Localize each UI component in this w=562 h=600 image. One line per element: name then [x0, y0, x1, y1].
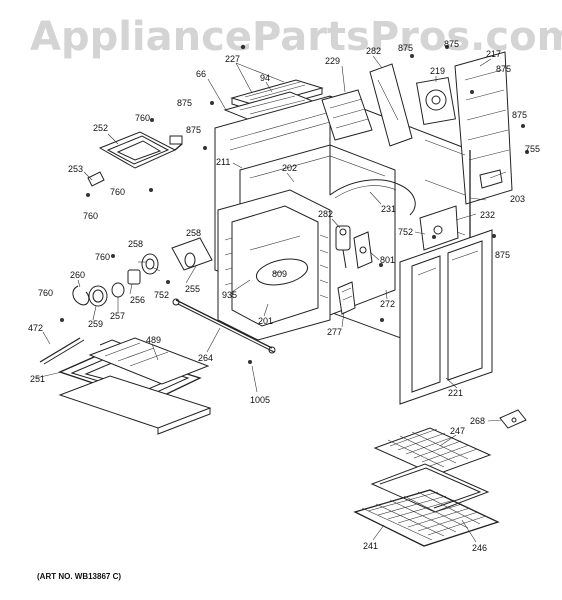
leader-lines [35, 55, 507, 543]
label-259: 259 [88, 319, 103, 329]
label-66: 66 [196, 69, 206, 79]
label-227: 227 [225, 54, 240, 64]
label-246: 246 [472, 543, 487, 553]
wire-harness-231 [329, 179, 416, 216]
label-258-a: 258 [128, 239, 143, 249]
art-number: (ART NO. WB13867 C) [37, 572, 121, 581]
label-277: 277 [327, 327, 342, 337]
label-232: 232 [480, 210, 495, 220]
label-875-c: 875 [398, 43, 413, 53]
label-760-e: 760 [38, 288, 53, 298]
label-752-a: 752 [398, 227, 413, 237]
door-lock-801 [353, 231, 373, 269]
oven-door-221 [399, 229, 493, 405]
broil-element-252 [98, 131, 183, 169]
screws [60, 44, 529, 364]
label-251: 251 [30, 374, 45, 384]
label-268: 268 [470, 416, 485, 426]
knob-bezel-258b [184, 252, 196, 268]
label-258-b: 258 [186, 228, 201, 238]
oven-rack-241 [353, 489, 500, 547]
label-875-b: 875 [186, 125, 201, 135]
label-252: 252 [93, 123, 108, 133]
label-264: 264 [198, 353, 213, 363]
label-875-e: 875 [496, 64, 511, 74]
label-257: 257 [110, 311, 125, 321]
label-260: 260 [70, 270, 85, 280]
label-255: 255 [185, 284, 200, 294]
bake-cover-489 [88, 337, 210, 385]
fan-motor-219 [416, 76, 456, 126]
label-875-a: 875 [177, 98, 192, 108]
label-256: 256 [130, 295, 145, 305]
insulation-blanket-229 [321, 89, 373, 141]
side-trim-232 [419, 205, 459, 251]
switch-256 [127, 269, 141, 285]
label-201: 201 [258, 316, 273, 326]
label-875-g: 875 [495, 250, 510, 260]
label-935: 935 [222, 290, 237, 300]
label-801: 801 [380, 255, 395, 265]
label-219: 219 [430, 66, 445, 76]
label-272: 272 [380, 299, 395, 309]
front-frame-201 [217, 189, 331, 341]
label-752-b: 752 [154, 290, 169, 300]
label-760-d: 760 [95, 252, 110, 262]
label-282-a: 282 [366, 46, 381, 56]
label-211: 211 [216, 157, 230, 167]
knob-257 [111, 282, 125, 298]
label-253: 253 [68, 164, 83, 174]
part-labels: 227 94 66 875 875 875 875 875 875 875 22… [28, 39, 540, 553]
label-472: 472 [28, 323, 43, 333]
label-241: 241 [363, 541, 378, 551]
label-231: 231 [381, 204, 396, 214]
label-755: 755 [525, 144, 540, 154]
back-panel-217 [454, 51, 513, 205]
door-latch-277 [337, 281, 356, 315]
label-229: 229 [325, 56, 340, 66]
hinge-rail-264 [172, 298, 276, 354]
spring-clip-260 [72, 285, 90, 306]
label-875-f: 875 [512, 110, 527, 120]
label-282-b: 282 [318, 209, 333, 219]
oven-sensor-282 [335, 225, 351, 269]
label-94: 94 [260, 73, 270, 83]
label-875-d: 875 [444, 39, 459, 49]
label-202: 202 [282, 163, 297, 173]
watermark-text: AppliancePartsPros.com [30, 14, 562, 60]
label-809: 809 [272, 269, 287, 279]
rear-channel-282 [369, 63, 413, 147]
bottom-pan-472 [39, 337, 212, 435]
label-1005: 1005 [250, 395, 270, 405]
label-217: 217 [486, 49, 501, 59]
label-203: 203 [510, 194, 525, 204]
bake-element-bracket-253 [87, 171, 105, 187]
label-760-a: 760 [135, 113, 150, 123]
oven-liner-935 [249, 235, 309, 286]
broil-pan-246 [370, 463, 490, 513]
label-221: 221 [448, 388, 463, 398]
broil-pan-grid-247 [373, 427, 492, 476]
rack-slide-268 [499, 409, 527, 429]
label-760-b: 760 [110, 187, 125, 197]
label-247: 247 [450, 426, 465, 436]
knob-bezel-258 [141, 253, 159, 275]
label-489: 489 [146, 335, 161, 345]
label-760-c: 760 [83, 211, 98, 221]
knob-259 [88, 285, 108, 307]
